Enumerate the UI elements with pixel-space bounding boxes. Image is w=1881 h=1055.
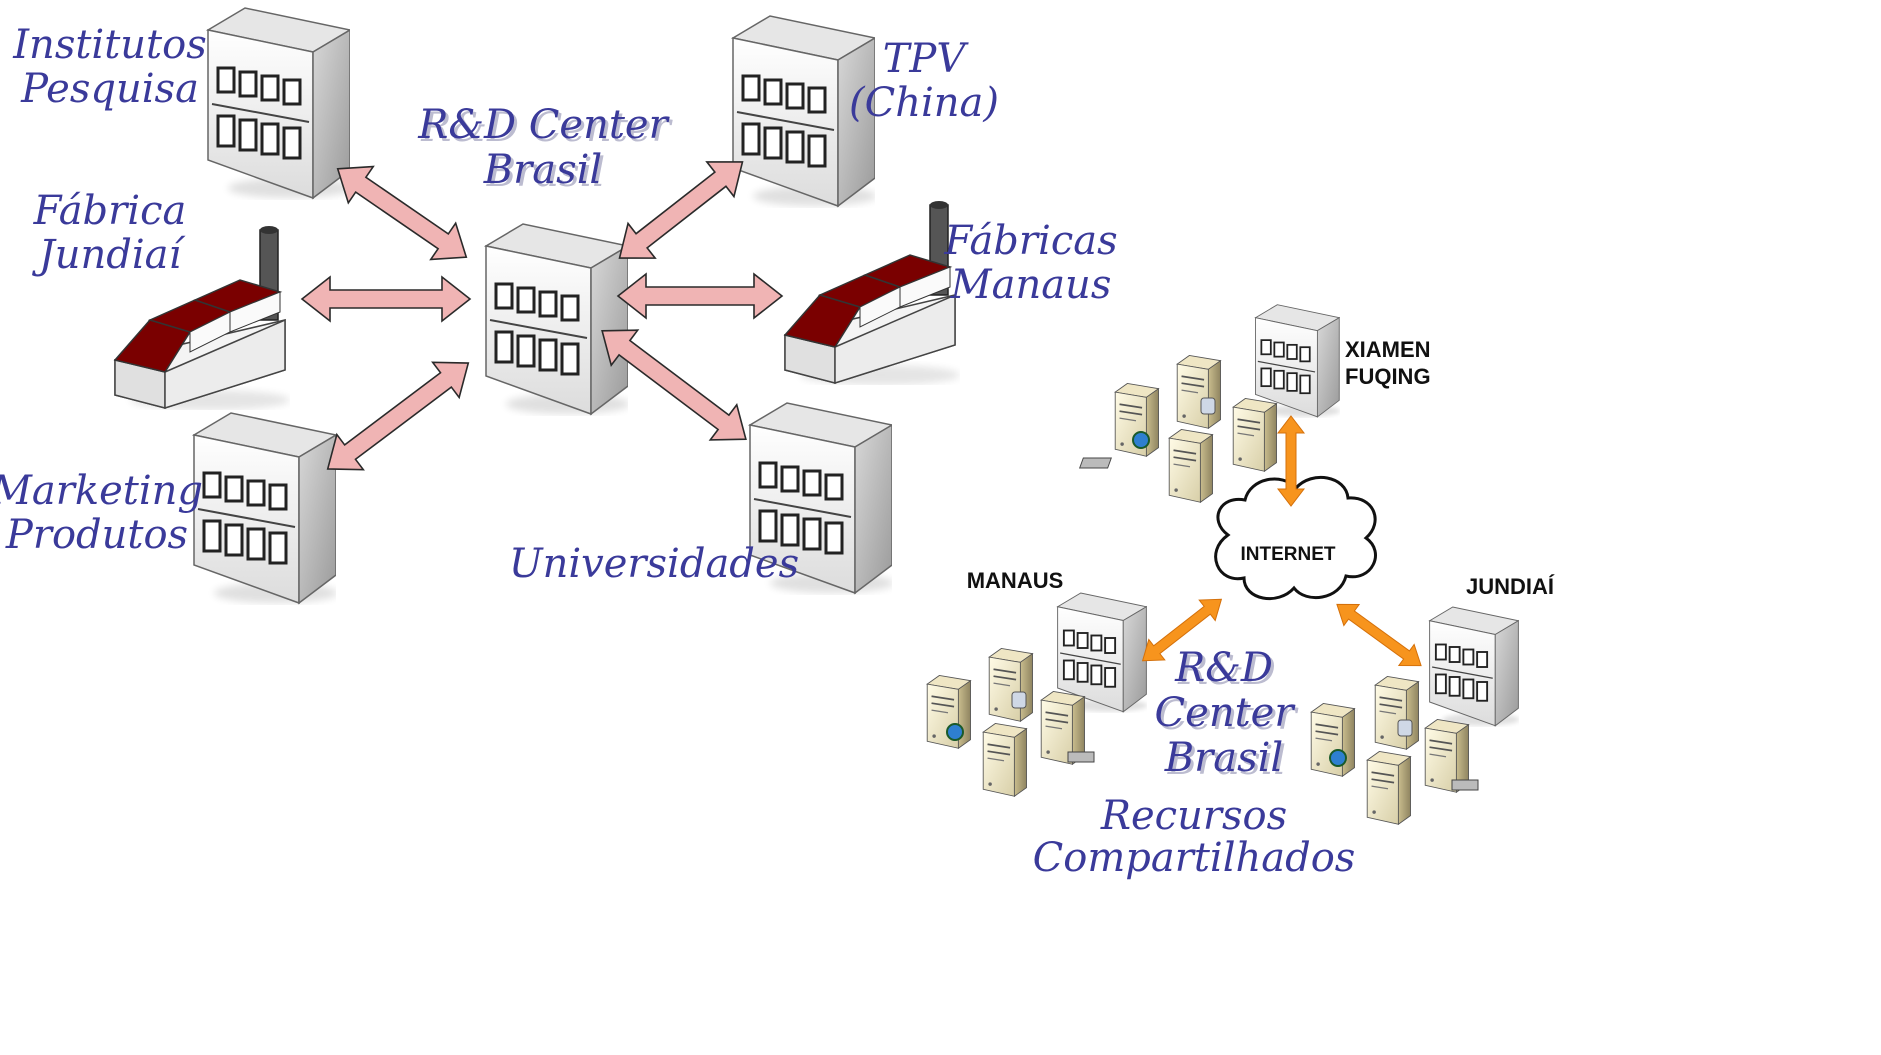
label-marketing-line1: Marketing: [0, 468, 203, 514]
label-rd-center-shadow-line1: R&D: [1177, 648, 1276, 694]
arrow-center-fabrica-jundiai: [300, 275, 472, 323]
arrow-internet-manaus: [1141, 598, 1223, 662]
keyboard-icon: [1067, 751, 1095, 763]
globe-icon: [1132, 431, 1150, 449]
building-rd-center-icon: [486, 224, 630, 414]
label-jundiai: JUNDIAÍ: [1466, 574, 1555, 599]
label-rd-center-shadow-line2: Center: [1158, 693, 1300, 739]
database-icon: [1200, 397, 1216, 415]
label-xiamen: XIAMEN: [1345, 337, 1431, 362]
arrow-center-marketing: [326, 361, 470, 471]
internet-cloud-icon: [1214, 476, 1377, 600]
label-rd-center-shadow-line3: Brasil: [1167, 738, 1286, 784]
arrow-center-universidades: [601, 329, 747, 441]
label-center-shadow-line2: Brasil: [486, 150, 605, 196]
label-rd-center-line2: Center: [1155, 690, 1297, 736]
keyboard-icon: [1451, 779, 1479, 791]
server-icon: [988, 647, 1034, 723]
label-internet: INTERNET: [1241, 544, 1336, 565]
server-icon: [1232, 397, 1278, 473]
building-xiamen-icon: [1255, 305, 1340, 417]
server-icon: [982, 722, 1028, 798]
globe-icon: [946, 723, 964, 741]
label-compartilhados: Compartilhados: [1033, 835, 1356, 881]
label-marketing-line2: Produtos: [5, 512, 188, 558]
label-rd-center-line3: Brasil: [1164, 735, 1283, 781]
building-institutos-icon: [208, 8, 352, 198]
factory-manaus-icon: [785, 201, 960, 385]
label-institutos-line2: Pesquisa: [20, 66, 199, 112]
server-icon: [1176, 354, 1222, 430]
arrow-center-tpv: [618, 161, 744, 259]
building-marketing-icon: [194, 413, 338, 603]
label-center-line2: Brasil: [483, 147, 602, 193]
label-fabrica-jundiai-line1: Fábrica: [33, 188, 187, 234]
label-fuqing: FUQING: [1345, 364, 1431, 389]
arrow-center-institutos: [336, 165, 468, 261]
label-center-shadow-line1: R&D Center: [420, 105, 673, 151]
label-recursos: Recursos: [1100, 793, 1287, 839]
building-jundiai-icon: [1430, 607, 1520, 726]
server-icon: [1366, 750, 1412, 826]
arrow-internet-jundiai: [1336, 603, 1422, 667]
server-cluster-manaus: [926, 647, 1095, 798]
label-center-line1: R&D Center: [417, 102, 670, 148]
label-fabricas-manaus-line1: Fábricas: [943, 218, 1117, 264]
keyboard-icon: [1078, 457, 1112, 469]
label-fabricas-manaus-line2: Manaus: [950, 262, 1112, 308]
label-tpv-line2: (China): [849, 80, 999, 126]
server-cluster-xiamen: [1078, 354, 1278, 504]
label-tpv-line1: TPV: [883, 36, 970, 82]
server-cluster-jundiai: [1310, 675, 1479, 826]
server-icon: [1168, 428, 1214, 504]
database-icon: [1397, 719, 1413, 737]
label-fabrica-jundiai-line2: Jundiaí: [32, 232, 187, 278]
server-icon: [1374, 675, 1420, 751]
label-manaus: MANAUS: [967, 568, 1064, 593]
label-rd-center-line1: R&D: [1174, 645, 1273, 691]
arrow-internet-xiamen: [1276, 415, 1306, 507]
database-icon: [1011, 691, 1027, 709]
building-manaus-icon: [1058, 593, 1148, 712]
label-institutos-line1: Institutos: [12, 22, 206, 68]
globe-icon: [1329, 749, 1347, 767]
label-universidades: Universidades: [509, 541, 799, 587]
arrow-center-fabricas-manaus: [616, 272, 784, 320]
